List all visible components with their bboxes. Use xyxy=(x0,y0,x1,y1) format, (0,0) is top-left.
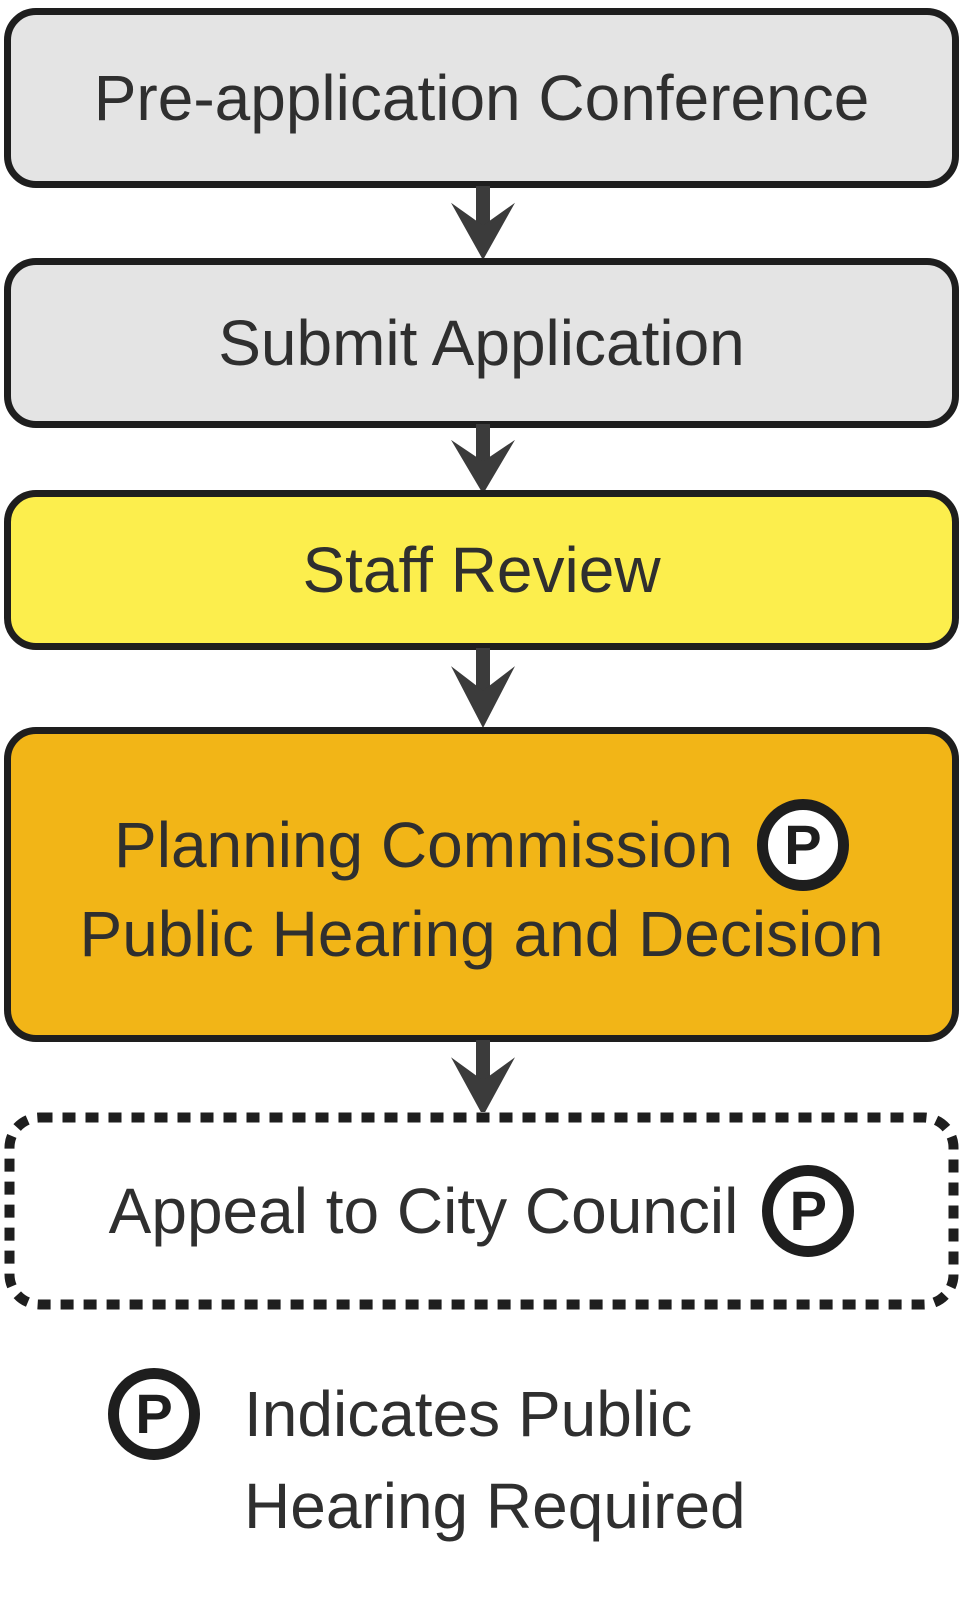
flow-arrow-icon xyxy=(451,424,515,494)
flow-arrow-icon xyxy=(451,1040,515,1116)
public-hearing-letter: P xyxy=(135,1382,173,1445)
public-hearing-icon: P xyxy=(762,1165,855,1257)
public-hearing-icon: P xyxy=(756,798,849,891)
step-pre-application-conference: Pre-application Conference xyxy=(4,8,959,188)
step-label: Staff Review xyxy=(302,534,661,606)
legend-line-2: Hearing Required xyxy=(244,1470,746,1542)
step-label: Submit Application xyxy=(218,307,745,379)
step-label-line2: Public Hearing and Decision xyxy=(79,897,884,970)
flow-arrow-icon xyxy=(451,186,515,260)
legend-text: Indicates Public Hearing Required xyxy=(244,1368,746,1552)
public-hearing-icon: P xyxy=(108,1368,200,1460)
public-hearing-letter: P xyxy=(789,1179,827,1242)
legend: P Indicates Public Hearing Required xyxy=(108,1368,746,1552)
flow-arrow-icon xyxy=(451,648,515,728)
step-submit-application: Submit Application xyxy=(4,258,959,428)
legend-line-1: Indicates Public xyxy=(244,1378,693,1450)
public-hearing-letter: P xyxy=(784,812,822,876)
step-label-line1: Planning Commission xyxy=(114,808,733,881)
step-planning-commission-hearing: Planning Commission P Public Hearing and… xyxy=(4,727,959,1042)
step-appeal-city-council: Appeal to City Council P xyxy=(4,1112,959,1310)
step-label: Pre-application Conference xyxy=(93,62,870,134)
step-staff-review: Staff Review xyxy=(4,490,959,650)
step-label: Appeal to City Council xyxy=(108,1175,739,1247)
